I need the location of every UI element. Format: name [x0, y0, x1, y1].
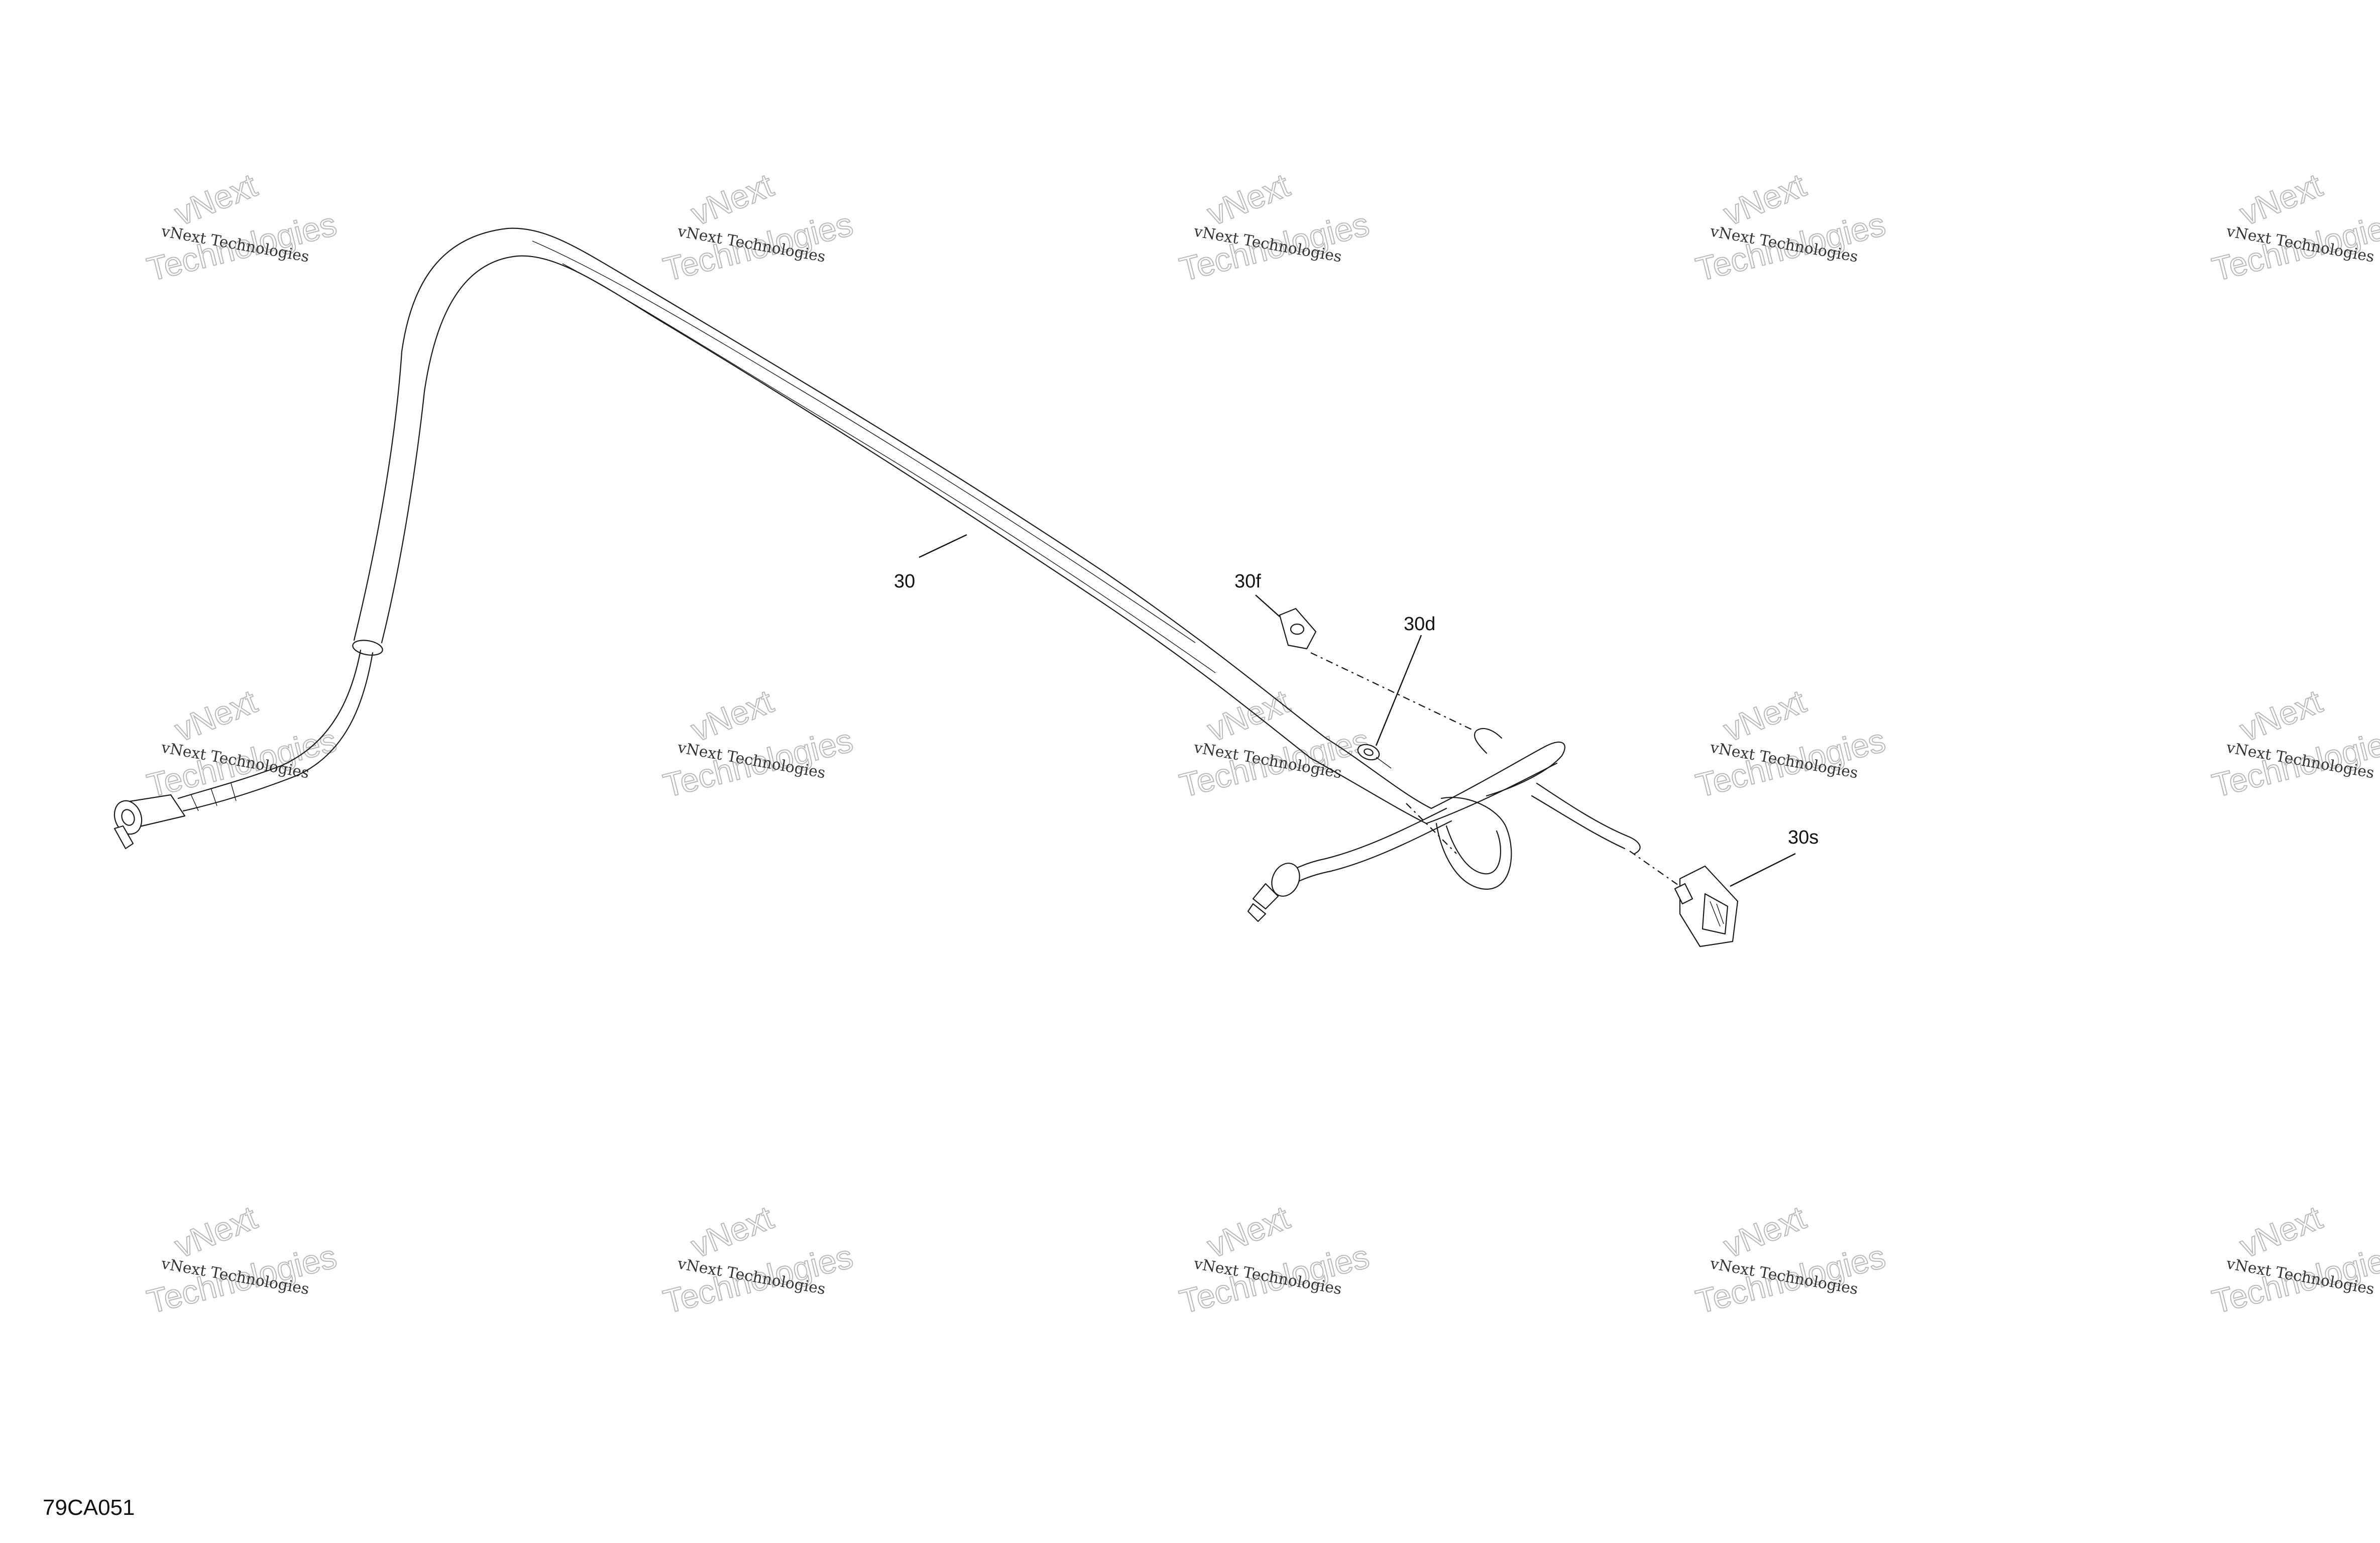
callout-30s: 30s — [1788, 827, 1819, 848]
watermark-outline-top: vNext — [2235, 682, 2327, 749]
leader-30d — [1375, 635, 1422, 746]
callout-30: 30 — [894, 571, 915, 592]
watermark-outline-top: vNext — [686, 1199, 778, 1265]
watermark-outline-top: vNext — [1719, 682, 1811, 749]
assembly-line-clip — [1310, 652, 1475, 731]
callout-30f: 30f — [1234, 571, 1261, 592]
lower-ring-terminal — [1247, 863, 1300, 922]
watermark-outline-top: vNext — [170, 682, 262, 749]
watermark-outline-top: vNext — [1719, 166, 1811, 232]
figure-id: 79CA051 — [43, 1495, 135, 1520]
leader-30s — [1730, 853, 1796, 887]
main-harness — [114, 227, 1641, 922]
callout-30d: 30d — [1404, 614, 1435, 635]
connector-30s — [1674, 865, 1739, 947]
left-ring-terminal — [114, 794, 186, 850]
watermark-outline-top: vNext — [170, 1199, 262, 1265]
ground-eyelet-30d — [1357, 744, 1392, 769]
assembly-line-loop — [1406, 803, 1457, 854]
assembly-line-connector — [1629, 851, 1680, 887]
watermark-outline-top: vNext — [686, 682, 778, 749]
watermark-outline-top: vNext — [170, 166, 262, 232]
watermark-outline-top: vNext — [1202, 682, 1295, 749]
watermark-outline-top: vNext — [1202, 1199, 1295, 1265]
watermark-outline-top: vNext — [2235, 1199, 2327, 1265]
watermark-outline-top: vNext — [686, 166, 778, 232]
clip-30f — [1279, 608, 1317, 650]
watermark-outline-top: vNext — [2235, 166, 2327, 232]
leader-30f — [1255, 595, 1280, 617]
watermark-outline-top: vNext — [1719, 1199, 1811, 1265]
watermark-outline-top: vNext — [1202, 166, 1295, 232]
leader-30 — [919, 534, 967, 558]
